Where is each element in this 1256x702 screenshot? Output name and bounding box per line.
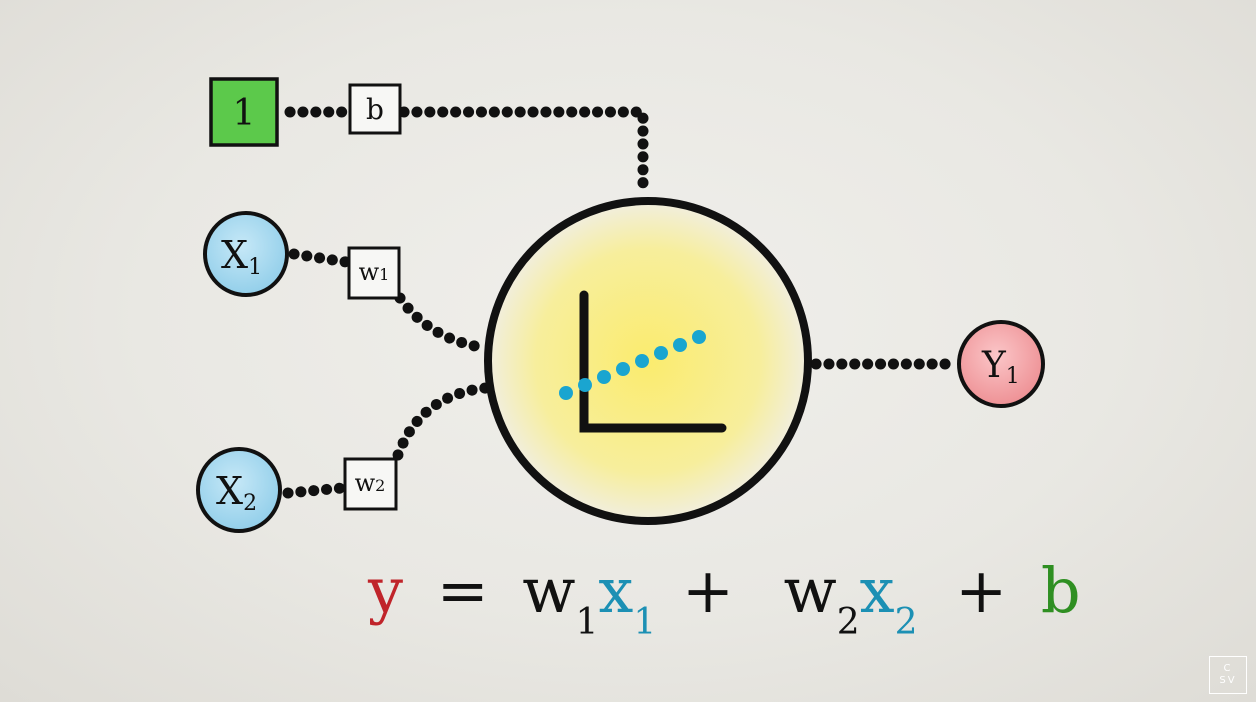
eq-b: b (1040, 554, 1081, 627)
neuron (484, 197, 812, 525)
eq-plus-2: + (955, 554, 1008, 627)
regression-line-dots (559, 330, 706, 400)
x2-label: X2 (216, 469, 257, 516)
w1-label: w1 (359, 258, 390, 286)
eq-x1: x1 (598, 554, 657, 643)
regression-equation: y = w1x1 + w2x2 + b (368, 554, 1081, 643)
eq-y: y (368, 554, 404, 627)
x1-label: X1 (221, 233, 262, 280)
bias-weight-label: b (366, 93, 384, 126)
logo-line-2: SV (1219, 675, 1237, 686)
w1-weight-box: w1 (347, 246, 401, 300)
bias-input-box: 1 (209, 77, 279, 147)
bias-input-label: 1 (233, 93, 256, 134)
y1-label: Y1 (981, 345, 1020, 389)
x2-input-node: X2 (196, 447, 282, 533)
w2-weight-box: w2 (343, 457, 398, 511)
logo-line-1: C (1223, 663, 1233, 674)
bias-connector (284, 106, 649, 196)
bias-weight-box: b (348, 83, 402, 135)
eq-plus-1: + (682, 554, 734, 627)
plot-axes (579, 290, 727, 433)
eq-x2: x2 (859, 554, 918, 643)
channel-logo: C SV (1209, 656, 1247, 694)
eq-equals: = (436, 554, 489, 627)
x2-connector (282, 382, 492, 499)
x1-input-node: X1 (203, 211, 289, 297)
eq-w1: w1 (522, 554, 599, 643)
x1-connector (288, 248, 492, 354)
eq-w2: w2 (783, 554, 860, 643)
y1-output-node: Y1 (957, 320, 1045, 408)
w2-label: w2 (355, 469, 386, 497)
